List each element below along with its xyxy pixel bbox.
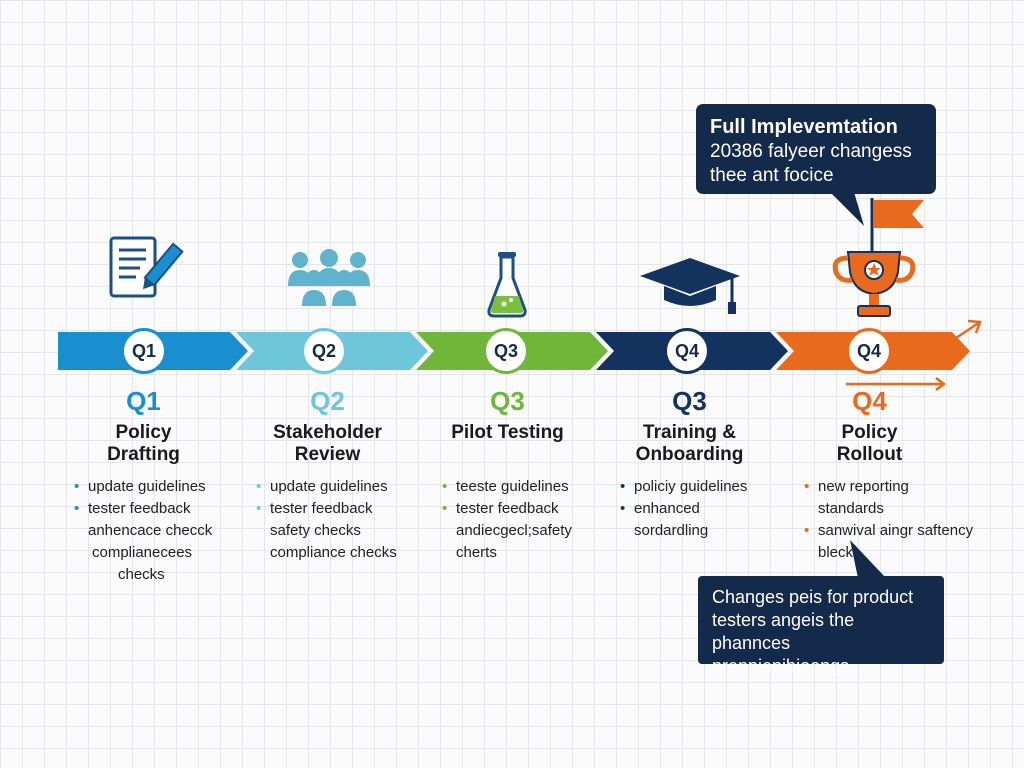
stage-item: andiecgecl;safety bbox=[456, 522, 572, 539]
stage-title-line: Policy bbox=[115, 422, 172, 443]
stage-column-2: Q2 Stakeholder Review •update guidelines… bbox=[240, 386, 415, 564]
stage-title-line: Drafting bbox=[107, 444, 180, 465]
stage-quarter: Q3 bbox=[490, 386, 525, 416]
stage-quarter: Q2 bbox=[310, 386, 345, 416]
callout-line: Changes peis for product bbox=[712, 587, 914, 607]
bullet-icon: • bbox=[74, 500, 80, 517]
bullet-icon: • bbox=[442, 478, 448, 495]
stage-column-4: Q3 Training & Onboarding •policiy guidel… bbox=[602, 386, 777, 542]
callout-title: Full Implevemtation bbox=[710, 116, 898, 138]
stage-title-line: Policy bbox=[841, 422, 898, 443]
bullet-icon: • bbox=[442, 500, 448, 517]
stage-title: Training & Onboarding bbox=[602, 422, 777, 466]
trophy-flag-icon bbox=[828, 192, 928, 326]
stage-item: •update guidelines bbox=[72, 476, 231, 498]
bullet-icon: • bbox=[74, 478, 80, 495]
stage-item: •tester feedback bbox=[440, 498, 595, 520]
stage-title-line: Rollout bbox=[836, 444, 903, 465]
trend-arrow-up bbox=[955, 319, 982, 340]
stage-column-3: Q3 Pilot Testing •teeste guidelines •tes… bbox=[420, 386, 595, 564]
document-pencil-icon bbox=[108, 232, 188, 304]
stage-item-list: •teeste guidelines •tester feedback andi… bbox=[440, 476, 595, 564]
callout-pointer bbox=[850, 540, 886, 578]
stage-badge: Q3 bbox=[483, 328, 529, 374]
stage-title-line: Training & bbox=[643, 422, 736, 443]
stage-item-list: •policiy guidelines •enhanced sordardlin… bbox=[618, 476, 777, 542]
stage-item: •sanwival aingr saftency bbox=[802, 520, 977, 542]
stage-title-line: Pilot Testing bbox=[451, 422, 564, 443]
stage-quarter: Q4 bbox=[852, 386, 887, 416]
stage-title: Policy Rollout bbox=[782, 422, 957, 466]
stage-item-list: •update guidelines •tester feedback anhe… bbox=[72, 476, 231, 586]
stage-quarter: Q1 bbox=[126, 386, 161, 416]
stage-item-list: •update guidelines •tester feedback safe… bbox=[254, 476, 415, 564]
stage-item: •tester feedback bbox=[254, 498, 415, 520]
flask-icon bbox=[486, 250, 528, 320]
stage-badge: Q4 bbox=[664, 328, 710, 374]
stage-item: •tester feedback bbox=[72, 498, 231, 520]
callout-line: prenpienibioongs. bbox=[712, 656, 855, 676]
stage-title: Policy Drafting bbox=[56, 422, 231, 466]
bullet-icon: • bbox=[256, 478, 262, 495]
people-group-icon bbox=[286, 246, 372, 308]
graduation-cap-icon bbox=[638, 256, 742, 320]
stage-item-list: •new reporting standards •sanwival aingr… bbox=[802, 476, 977, 564]
stage-title-line: Stakeholder bbox=[273, 422, 382, 443]
stage-item: checks bbox=[118, 566, 165, 583]
stage-item: blecks bbox=[818, 544, 861, 561]
stage-item: cherts bbox=[456, 544, 497, 561]
stage-item: •new reporting bbox=[802, 476, 977, 498]
stage-column-1: Q1 Policy Drafting •update guidelines •t… bbox=[56, 386, 231, 586]
bullet-icon: • bbox=[620, 478, 626, 495]
bullet-icon: • bbox=[804, 478, 810, 495]
stage-item: standards bbox=[818, 500, 884, 517]
stage-item: sordardling bbox=[634, 522, 709, 539]
stage-item: anhencace checck bbox=[88, 522, 213, 539]
stage-quarter: Q3 bbox=[672, 386, 707, 416]
callout-product-testers: Changes peis for product testers angeis … bbox=[698, 576, 944, 676]
stage-item: •update guidelines bbox=[254, 476, 415, 498]
trend-arrow-right bbox=[846, 377, 947, 391]
callout-line: testers angeis the phannces bbox=[712, 610, 855, 653]
callout-full-implementation: Full Implevemtation 20386 falyeer change… bbox=[696, 104, 936, 194]
callout-pointer bbox=[830, 192, 864, 226]
bullet-icon: • bbox=[256, 500, 262, 517]
stage-title: Pilot Testing bbox=[420, 422, 595, 444]
bullet-icon: • bbox=[620, 500, 626, 517]
stage-item: safety checks bbox=[270, 522, 361, 539]
stage-item: •policiy guidelines bbox=[618, 476, 777, 498]
stage-item: •enhanced bbox=[618, 498, 777, 520]
callout-line: thee ant focice bbox=[710, 165, 834, 186]
callout-line: 20386 falyeer changess bbox=[710, 141, 912, 162]
stage-column-5: Q4 Policy Rollout •new reporting standar… bbox=[782, 386, 973, 564]
stage-item: complianecees bbox=[92, 544, 193, 561]
stage-badge: Q1 bbox=[121, 328, 167, 374]
stage-item: •teeste guidelines bbox=[440, 476, 595, 498]
stage-title-line: Onboarding bbox=[635, 444, 744, 465]
stage-item: compliance checks bbox=[270, 544, 397, 561]
stage-title-line: Review bbox=[294, 444, 361, 465]
stage-title: Stakeholder Review bbox=[240, 422, 415, 466]
bullet-icon: • bbox=[804, 522, 810, 539]
stage-badge: Q4 bbox=[846, 328, 892, 374]
stage-badge: Q2 bbox=[301, 328, 347, 374]
